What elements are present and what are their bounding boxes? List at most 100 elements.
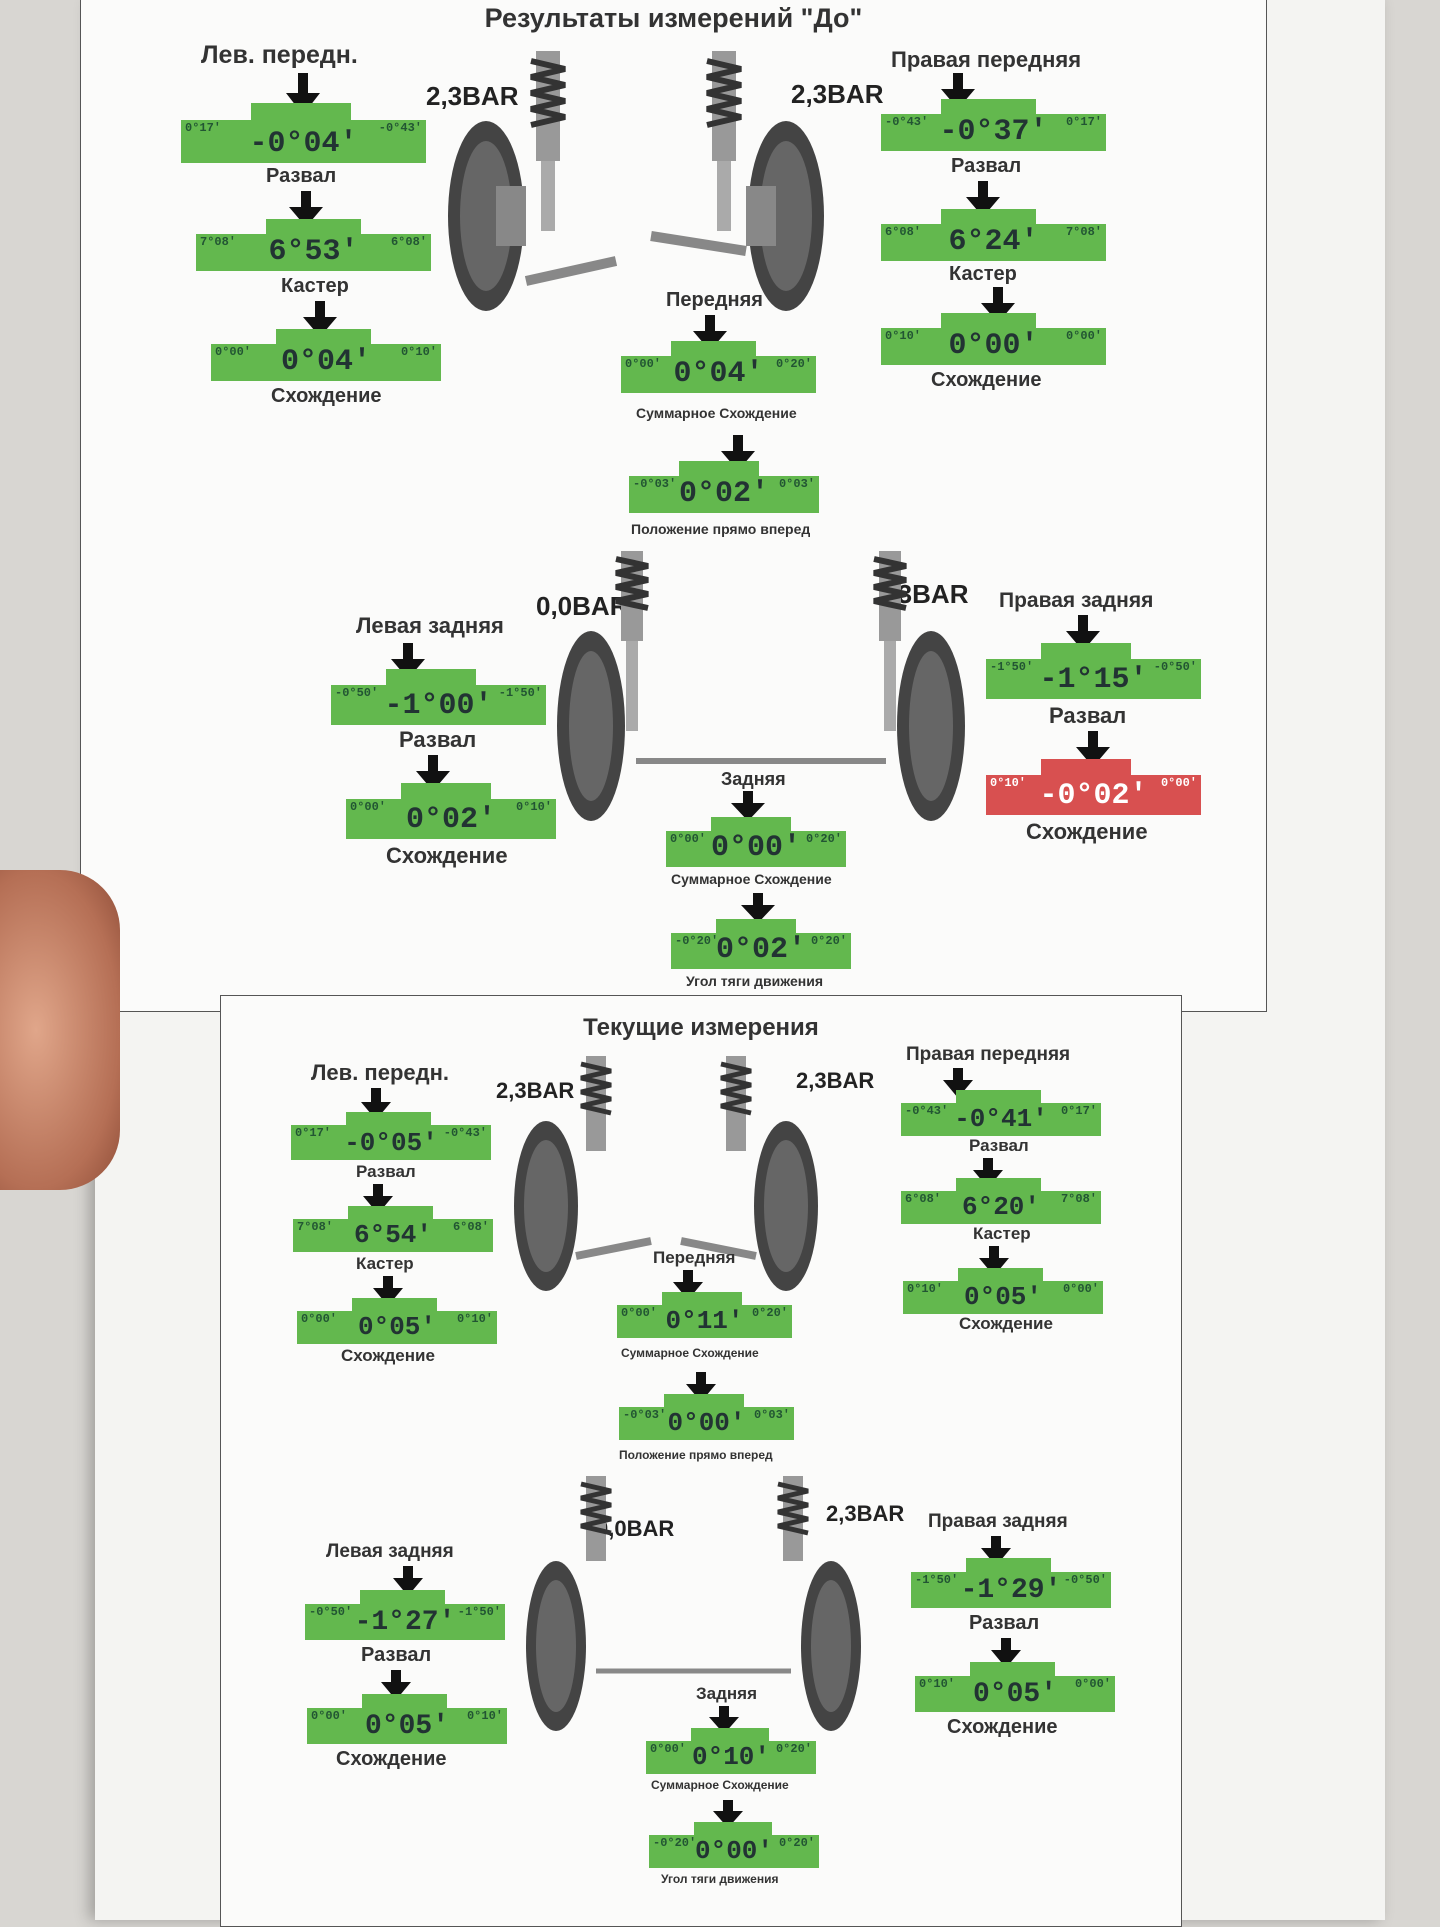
before-rr-camber-bar: -1°50' -0°50' -1°15' bbox=[986, 643, 1201, 699]
current-rl-camber-label: Развал bbox=[361, 1644, 432, 1666]
before-straight-ahead-label: Положение прямо вперед bbox=[631, 521, 811, 537]
current-front-suspension-illustration bbox=[514, 1056, 818, 1291]
before-rear-label: Задняя bbox=[721, 769, 786, 789]
current-fr-caster-value: 6°20' bbox=[961, 1192, 1040, 1222]
before-rr-toe-bar: 0°10' 0°00' -0°02' bbox=[986, 759, 1201, 815]
before-thrust-angle-label: Угол тяги движения bbox=[686, 973, 824, 989]
current-rl-camber-bar: -0°50' -1°50' -1°27' bbox=[305, 1590, 505, 1640]
current-fr-camber-value: -0°41' bbox=[954, 1104, 1048, 1134]
current-fl-camber-value: -0°05' bbox=[344, 1128, 438, 1158]
before-front-right-title: Правая передняя bbox=[891, 47, 1082, 72]
before-rl-toe-bar: 0°00' 0°10' 0°02' bbox=[346, 783, 556, 839]
before-rear-total-toe-value: 0°00' bbox=[710, 831, 801, 865]
before-rr-camber-label: Развал bbox=[1049, 703, 1127, 728]
before-fr-camber-label: Развал bbox=[951, 155, 1022, 177]
current-rear-suspension-illustration bbox=[526, 1476, 861, 1731]
rear-suspension-illustration bbox=[557, 551, 965, 821]
current-fr-toe-bar: 0°10' 0°00' 0°05' bbox=[903, 1268, 1103, 1314]
before-front-total-toe-bar: 0°00' 0°20' 0°04' bbox=[621, 341, 816, 393]
current-fl-toe-value: 0°05' bbox=[357, 1312, 436, 1342]
before-fl-toe-value: 0°04' bbox=[280, 345, 371, 379]
before-front-left-pressure: 2,3BAR bbox=[426, 81, 519, 111]
current-fl-caster-bar: 7°08' 6°08' 6°54' bbox=[293, 1206, 493, 1252]
current-rear-total-toe-bar: 0°00' 0°20' 0°10' bbox=[646, 1728, 816, 1774]
before-rear-total-toe-label: Суммарное Схождение bbox=[671, 871, 832, 887]
before-fr-toe-label: Схождение bbox=[931, 369, 1042, 391]
current-rr-camber-value: -1°29' bbox=[960, 1575, 1062, 1606]
before-rl-camber-value: -1°00' bbox=[384, 689, 493, 723]
before-rr-toe-label: Схождение bbox=[1026, 819, 1148, 844]
before-rl-camber-bar: -0°50' -1°50' -1°00' bbox=[331, 669, 546, 725]
before-fl-caster-bar: 7°08' 6°08' 6°53' bbox=[196, 219, 431, 271]
current-rl-toe-value: 0°05' bbox=[364, 1711, 449, 1742]
before-fr-caster-value: 6°24' bbox=[948, 225, 1039, 259]
before-fr-camber-bar: -0°43' 0°17' -0°37' bbox=[881, 99, 1106, 151]
before-front-right-pressure: 2,3BAR bbox=[791, 79, 884, 109]
current-rr-toe-label: Схождение bbox=[947, 1716, 1058, 1738]
before-fr-toe-value: 0°00' bbox=[948, 329, 1039, 363]
before-front-left-title: Лев. передн. bbox=[201, 41, 358, 69]
current-fl-caster-value: 6°54' bbox=[353, 1220, 432, 1250]
before-fl-camber-bar: 0°17' -0°43' -0°04' bbox=[181, 103, 426, 163]
current-panel: Текущие измерения Лев. передн. 0°17' -0°… bbox=[220, 995, 1182, 1927]
current-fl-camber-label: Развал bbox=[356, 1162, 416, 1181]
current-fr-caster-bar: 6°08' 7°08' 6°20' bbox=[901, 1178, 1101, 1224]
current-thrust-angle-value: 0°00' bbox=[694, 1836, 773, 1866]
current-front-right-pressure: 2,3BAR bbox=[796, 1068, 875, 1093]
before-straight-ahead-value: 0°02' bbox=[678, 477, 769, 511]
before-rr-camber-value: -1°15' bbox=[1039, 663, 1148, 697]
before-rear-left-title: Левая задняя bbox=[356, 613, 504, 638]
before-thrust-angle-value: 0°02' bbox=[715, 933, 806, 967]
before-panel: Результаты измерений "До" Лев. передн. 0… bbox=[80, 0, 1267, 1012]
before-fr-toe-bar: 0°10' 0°00' 0°00' bbox=[881, 313, 1106, 365]
current-front-left-pressure: 2,3BAR bbox=[496, 1078, 575, 1103]
before-fr-camber-value: -0°37' bbox=[939, 115, 1048, 149]
current-fr-camber-bar: -0°43' 0°17' -0°41' bbox=[901, 1090, 1101, 1136]
before-rl-toe-label: Схождение bbox=[386, 843, 508, 868]
current-thrust-angle-label: Угол тяги движения bbox=[661, 1872, 779, 1886]
current-front-right-title: Правая передняя bbox=[906, 1044, 1071, 1065]
before-fl-camber-label: Развал bbox=[266, 165, 337, 187]
before-front-total-toe-value: 0°04' bbox=[673, 357, 764, 391]
before-fl-toe-bar: 0°00' 0°10' 0°04' bbox=[211, 329, 441, 381]
current-fr-camber-label: Развал bbox=[969, 1136, 1029, 1155]
before-fl-camber-value: -0°04' bbox=[249, 127, 358, 161]
current-front-label: Передняя bbox=[653, 1248, 736, 1267]
current-straight-ahead-value: 0°00' bbox=[667, 1408, 746, 1438]
before-straight-ahead-bar: -0°03' 0°03' 0°02' bbox=[629, 461, 819, 513]
current-fr-caster-label: Кастер bbox=[973, 1224, 1031, 1243]
current-rear-total-toe-label: Суммарное Схождение bbox=[651, 1778, 789, 1792]
current-front-left-title: Лев. передн. bbox=[311, 1060, 449, 1085]
current-rr-toe-bar: 0°10' 0°00' 0°05' bbox=[915, 1662, 1115, 1712]
current-rr-camber-label: Развал bbox=[969, 1612, 1040, 1634]
current-rear-label: Задняя bbox=[696, 1684, 758, 1703]
before-thrust-angle-bar: -0°20' 0°20' 0°02' bbox=[671, 919, 851, 969]
before-rr-toe-value: -0°02' bbox=[1039, 779, 1148, 813]
front-suspension-illustration bbox=[448, 51, 824, 311]
thumb bbox=[0, 870, 120, 1190]
current-front-total-toe-bar: 0°00' 0°20' 0°11' bbox=[617, 1292, 792, 1338]
before-rl-toe-value: 0°02' bbox=[405, 803, 496, 837]
current-rear-right-title: Правая задняя bbox=[928, 1511, 1068, 1532]
before-rear-total-toe-bar: 0°00' 0°20' 0°00' bbox=[666, 817, 846, 867]
before-title: Результаты измерений "До" bbox=[484, 3, 863, 33]
current-straight-ahead-bar: -0°03' 0°03' 0°00' bbox=[619, 1394, 794, 1440]
current-front-total-toe-value: 0°11' bbox=[665, 1306, 744, 1336]
before-front-label: Передняя bbox=[666, 289, 763, 311]
current-fl-toe-bar: 0°00' 0°10' 0°05' bbox=[297, 1298, 497, 1344]
before-fl-caster-label: Кастер bbox=[281, 275, 349, 297]
current-rr-camber-bar: -1°50' -0°50' -1°29' bbox=[911, 1558, 1111, 1608]
current-rear-total-toe-value: 0°10' bbox=[691, 1742, 770, 1772]
current-rr-toe-value: 0°05' bbox=[972, 1679, 1057, 1710]
before-fr-caster-label: Кастер bbox=[949, 263, 1017, 285]
current-straight-ahead-label: Положение прямо вперед bbox=[619, 1448, 773, 1462]
before-fr-caster-bar: 6°08' 7°08' 6°24' bbox=[881, 209, 1106, 261]
current-rear-left-title: Левая задняя bbox=[326, 1541, 454, 1562]
current-thrust-angle-bar: -0°20' 0°20' 0°00' bbox=[649, 1822, 819, 1868]
current-fr-toe-label: Схождение bbox=[959, 1314, 1053, 1333]
before-front-total-toe-label: Суммарное Схождение bbox=[636, 405, 797, 421]
current-rear-right-pressure: 2,3BAR bbox=[826, 1501, 905, 1526]
printed-report: Результаты измерений "До" Лев. передн. 0… bbox=[80, 0, 1385, 1927]
current-rl-toe-bar: 0°00' 0°10' 0°05' bbox=[307, 1694, 507, 1744]
before-fl-toe-label: Схождение bbox=[271, 385, 382, 407]
